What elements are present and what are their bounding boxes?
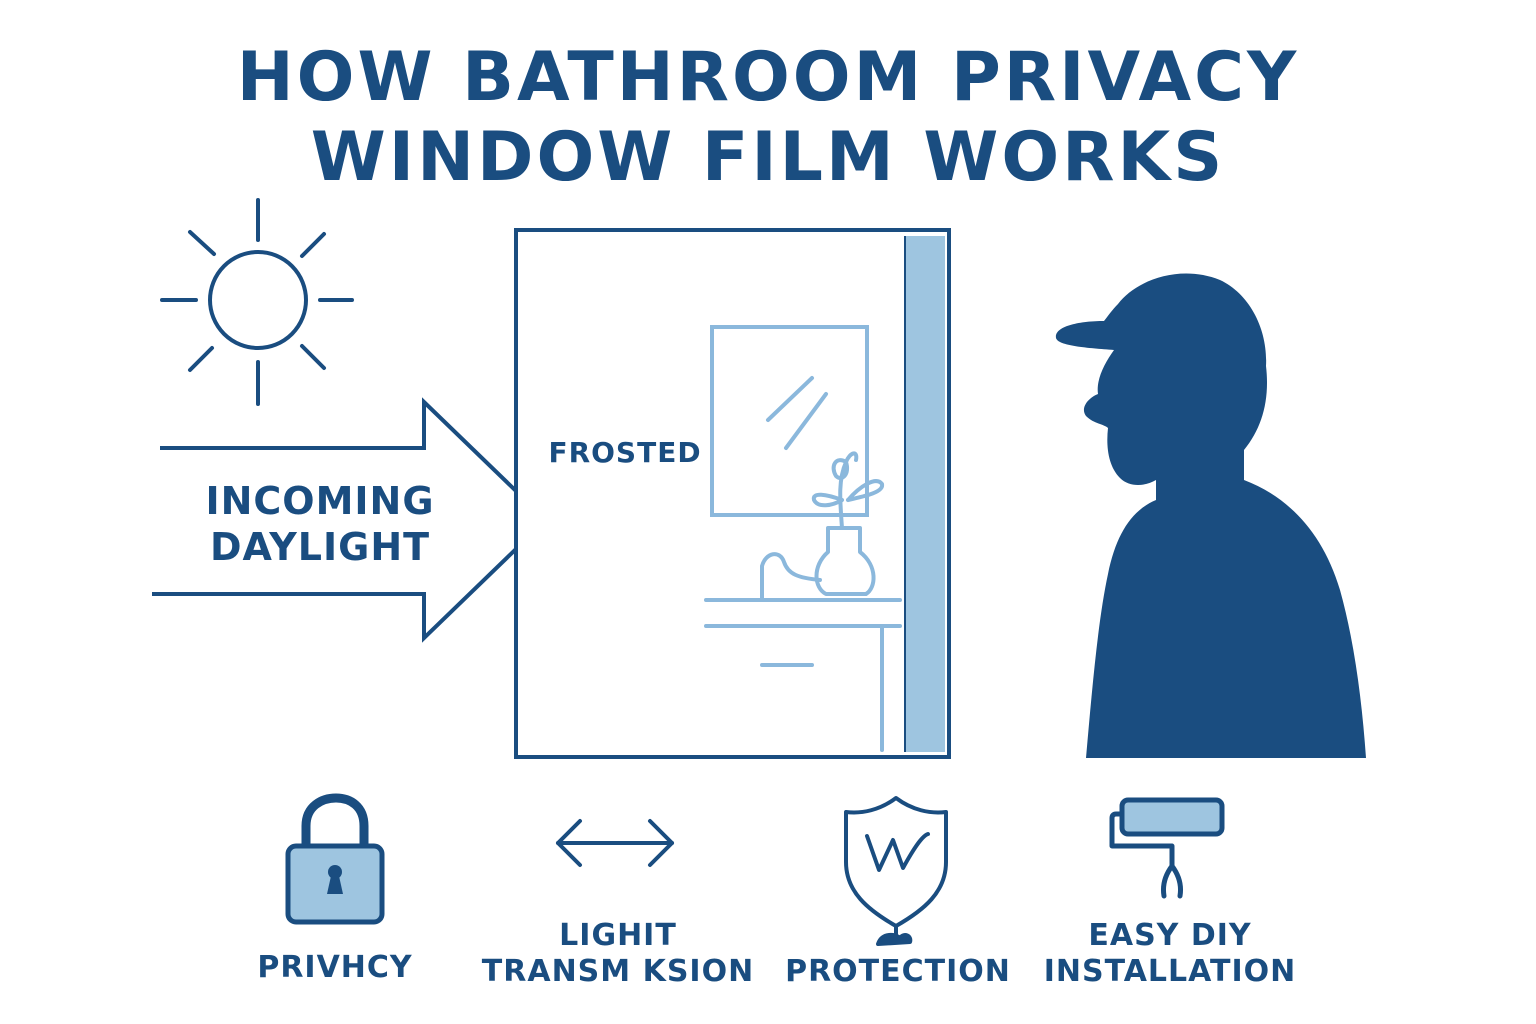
page-title: HOW BATHROOM PRIVACY WINDOW FILM WORKS	[0, 38, 1536, 198]
feature-label-line: PRIVHCY	[257, 950, 413, 985]
sun-icon	[160, 198, 354, 406]
feature-label-line: TRANSM KSION	[481, 954, 755, 989]
title-line-1: HOW BATHROOM PRIVACY	[236, 38, 1300, 117]
arrow-label-line-2: DAYLIGHT	[209, 525, 431, 569]
person-silhouette-icon	[1055, 273, 1366, 758]
feature-label-line: INSTALLATION	[1043, 954, 1297, 989]
feature-installation-label: EASY DIY INSTALLATION	[1040, 918, 1300, 990]
feature-privacy-label: PRIVHCY	[230, 950, 440, 986]
arrow-label-line-1: INCOMING	[205, 479, 435, 523]
feature-label-line: LIGHIT	[559, 918, 677, 953]
feature-label-line: PROTECTION	[785, 954, 1011, 989]
arrow-label: INCOMING DAYLIGHT	[190, 478, 450, 570]
feature-label-line: EASY DIY	[1088, 918, 1252, 953]
vase-icon	[760, 451, 885, 600]
lock-icon	[285, 793, 385, 925]
frosted-label: FROSTED	[548, 436, 702, 469]
feature-light-label: LIGHIT TRANSM KSION	[480, 918, 756, 990]
paint-roller-icon	[1109, 797, 1225, 899]
feature-protection-label: PROTECTION	[780, 954, 1016, 990]
title-line-2: WINDOW FILM WORKS	[310, 118, 1226, 197]
double-arrow-icon	[556, 819, 674, 867]
vanity-icon	[704, 598, 902, 752]
window-frame	[514, 228, 951, 759]
shield-icon	[844, 796, 948, 946]
mirror-icon	[710, 325, 869, 517]
